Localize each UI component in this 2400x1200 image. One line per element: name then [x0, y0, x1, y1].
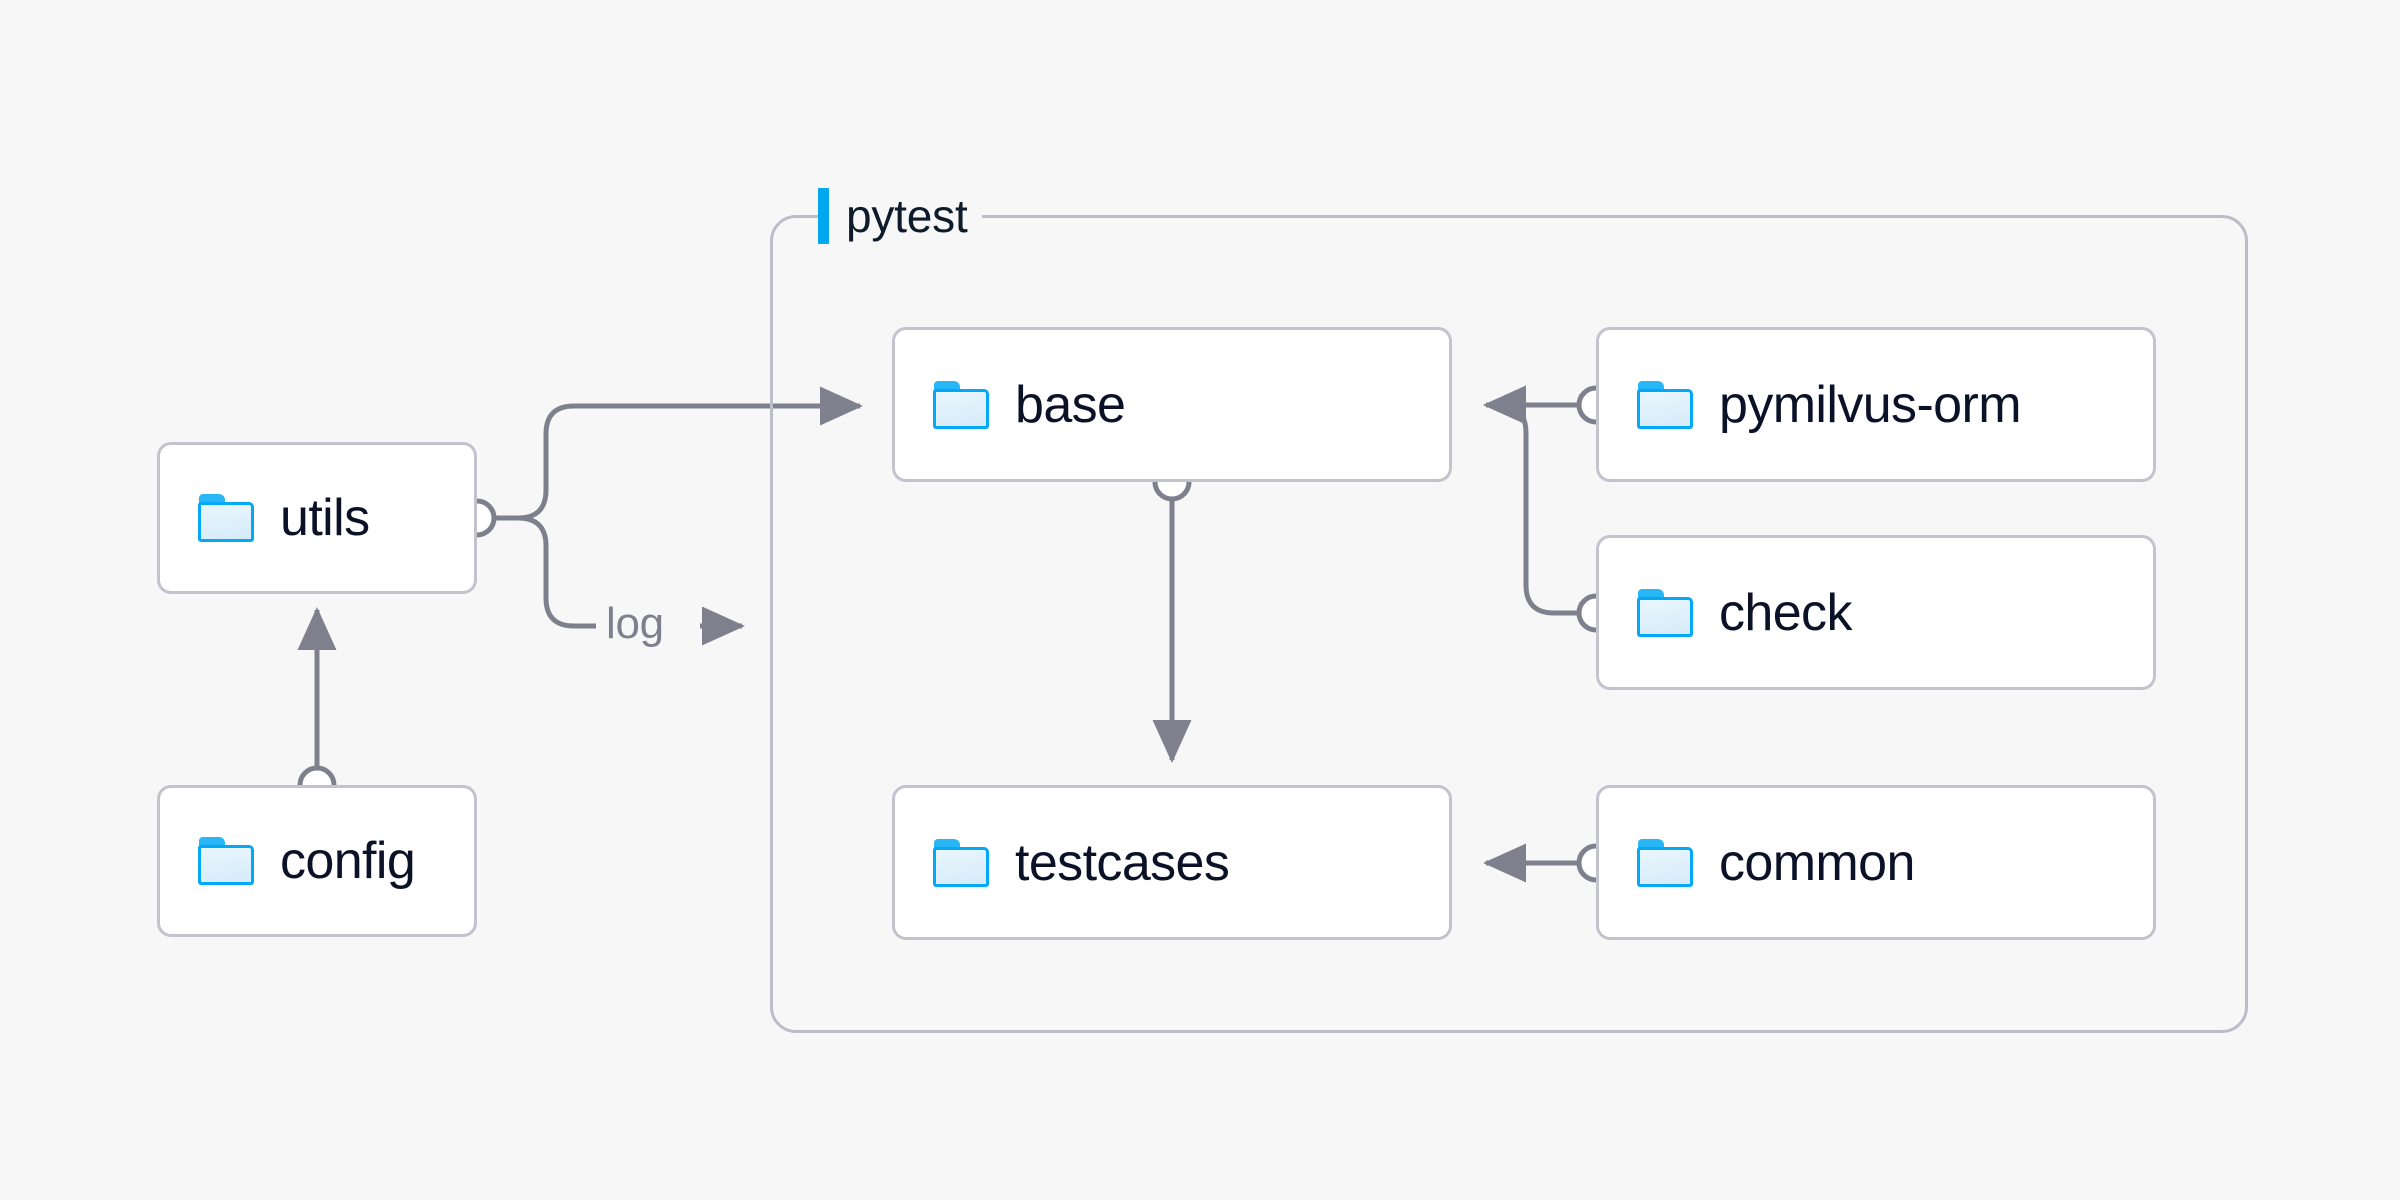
- group-pytest[interactable]: [770, 215, 2248, 1033]
- group-accent-bar: [818, 188, 829, 244]
- node-utils[interactable]: utils: [157, 442, 477, 594]
- folder-icon: [933, 380, 989, 429]
- node-pymilvus-orm[interactable]: pymilvus-orm: [1596, 327, 2156, 482]
- node-pymilvus-orm-label: pymilvus-orm: [1719, 375, 2022, 434]
- folder-icon: [1637, 380, 1693, 429]
- node-check[interactable]: check: [1596, 535, 2156, 690]
- node-check-label: check: [1719, 583, 1852, 642]
- node-common-label: common: [1719, 833, 1915, 892]
- folder-icon: [198, 494, 254, 542]
- folder-icon: [933, 838, 989, 887]
- node-testcases-label: testcases: [1015, 833, 1230, 892]
- folder-icon: [198, 837, 254, 885]
- edge-config-to-utils: [297, 607, 337, 805]
- node-config[interactable]: config: [157, 785, 477, 937]
- node-common[interactable]: common: [1596, 785, 2156, 940]
- edge-utils-to-pytest-log: [457, 498, 745, 646]
- group-pytest-label-text: pytest: [846, 190, 968, 242]
- folder-icon: [1637, 838, 1693, 887]
- node-base[interactable]: base: [892, 327, 1452, 482]
- group-pytest-label: pytest: [818, 185, 982, 247]
- node-config-label: config: [280, 832, 416, 890]
- node-base-label: base: [1015, 375, 1126, 434]
- folder-icon: [1637, 588, 1693, 637]
- edge-label-log: log: [606, 602, 664, 646]
- edge-label-log-text: log: [606, 599, 664, 648]
- node-utils-label: utils: [280, 489, 370, 547]
- node-testcases[interactable]: testcases: [892, 785, 1452, 940]
